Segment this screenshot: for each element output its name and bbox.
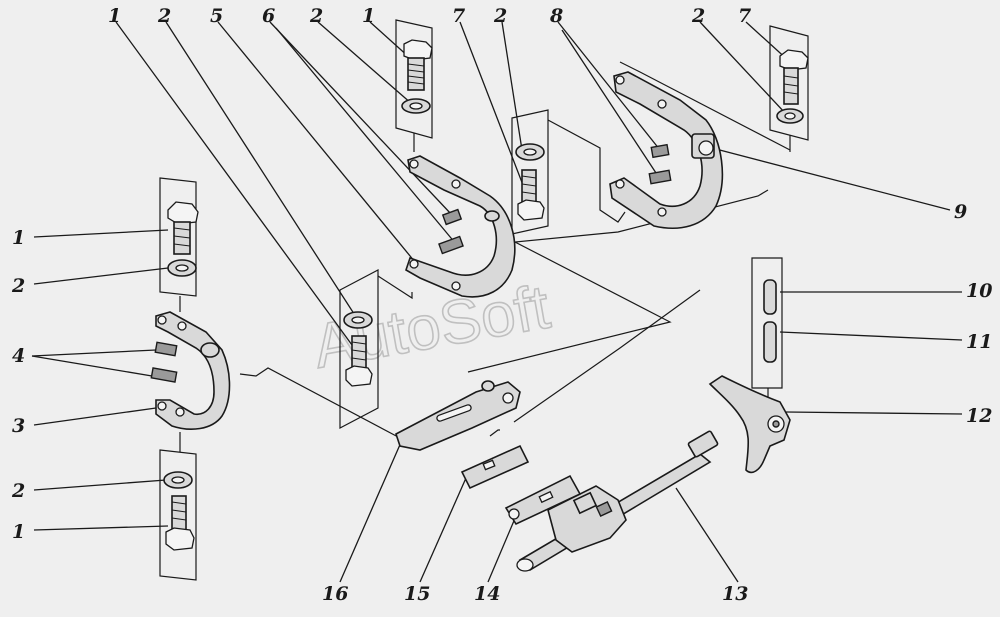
- bolt-icon: [403, 39, 433, 91]
- callout-top-11: 7: [738, 5, 751, 27]
- callout-top-5: 2: [309, 5, 323, 27]
- washer-icon: [167, 259, 197, 277]
- plate-14-icon: [504, 474, 582, 526]
- callout-right-3: 11: [966, 331, 992, 353]
- callout-left-1: 1: [12, 227, 25, 249]
- plate-16-icon: [395, 380, 521, 451]
- clamp-icon: [405, 155, 516, 298]
- pin-icon: [763, 321, 777, 363]
- clamp-icon: [609, 71, 724, 229]
- callout-top-6: 1: [362, 5, 375, 27]
- callout-top-10: 2: [691, 5, 705, 27]
- callout-top-2: 2: [157, 5, 171, 27]
- plate-15-icon: [460, 444, 530, 490]
- shift-fork-icon: [708, 375, 791, 474]
- bolt-icon: [165, 495, 195, 551]
- callout-top-9: 8: [549, 5, 563, 27]
- callout-top-7: 7: [452, 5, 465, 27]
- callout-left-6: 1: [12, 521, 25, 543]
- callout-left-5: 2: [11, 480, 25, 502]
- washer-icon: [401, 98, 431, 114]
- bolt-icon: [345, 335, 373, 387]
- pin-icon: [763, 279, 777, 315]
- callout-top-3: 5: [210, 5, 223, 27]
- callout-right-4: 12: [966, 405, 992, 427]
- callout-labels: 1 2 5 6 2 1 7 2 8 2 7 9 10 11 12 1 2 4 3…: [11, 5, 992, 605]
- callout-left-4: 3: [12, 415, 25, 437]
- callout-bottom-1: 16: [322, 583, 348, 605]
- washer-icon: [515, 143, 545, 161]
- assembly-brackets: [159, 19, 809, 581]
- leader-lines: [31, 21, 963, 583]
- callout-right-2: 10: [966, 280, 992, 302]
- callout-bottom-2: 15: [404, 583, 430, 605]
- washer-icon: [163, 471, 193, 489]
- bolt-icon: [517, 169, 545, 221]
- callout-bottom-3: 14: [474, 583, 500, 605]
- washer-icon: [343, 311, 373, 329]
- callout-bottom-4: 13: [722, 583, 748, 605]
- callout-top-8: 2: [493, 5, 507, 27]
- callout-left-2: 2: [11, 275, 25, 297]
- shift-rod-icon: [516, 430, 719, 572]
- callout-right-1: 9: [954, 201, 967, 223]
- callout-top-1: 1: [108, 5, 121, 27]
- washer-icon: [776, 108, 804, 124]
- callout-left-3: 4: [12, 345, 25, 367]
- callout-top-4: 6: [262, 5, 275, 27]
- bolt-icon: [167, 201, 199, 255]
- bolt-icon: [779, 49, 809, 105]
- watermark-text: AutoSoft: [308, 273, 554, 382]
- clamp-icon: [150, 311, 231, 430]
